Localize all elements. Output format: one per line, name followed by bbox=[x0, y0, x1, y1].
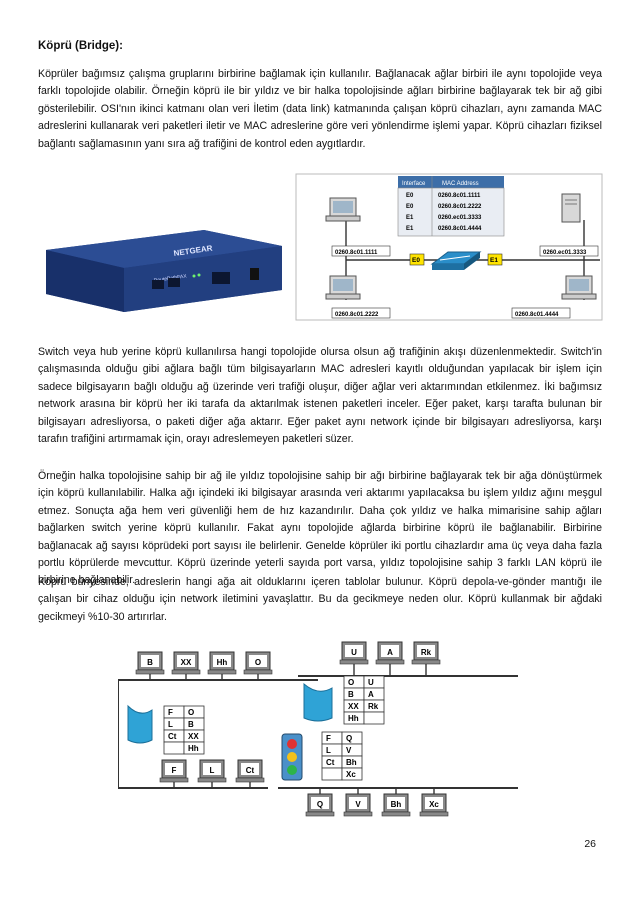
host-mac-label: 0260.ec01.3333 bbox=[543, 250, 587, 256]
host-label: L bbox=[210, 766, 215, 775]
host-label: B bbox=[147, 658, 153, 667]
bridge-icon bbox=[430, 251, 482, 270]
host-computer: Hh bbox=[207, 651, 237, 680]
address-table-cell: Hh bbox=[348, 714, 359, 723]
address-table-cell: F bbox=[168, 708, 173, 717]
paragraph-2: Switch veya hub yerine köprü kullanılırs… bbox=[38, 346, 602, 446]
host-computer: L bbox=[197, 759, 227, 788]
mac-table-interface: E0 bbox=[406, 193, 414, 199]
address-table-cell: O bbox=[348, 678, 354, 687]
address-table-cell: L bbox=[326, 746, 331, 755]
host-mac-label: 0260.8c01.4444 bbox=[515, 312, 559, 318]
address-table-cell: Ct bbox=[168, 732, 177, 741]
traffic-light-bridge-icon bbox=[281, 733, 303, 781]
address-table-cell: Q bbox=[346, 734, 352, 743]
host-computer: A bbox=[375, 641, 405, 676]
page-number: 26 bbox=[584, 838, 596, 850]
host-computer: F bbox=[159, 759, 189, 788]
bridge-icon bbox=[303, 682, 333, 722]
address-table-cell: Xc bbox=[346, 770, 356, 779]
host-computer: Ct bbox=[235, 759, 265, 788]
section-title: Köprü (Bridge): bbox=[38, 40, 123, 52]
address-table-cell: B bbox=[188, 720, 194, 729]
host-computer: V bbox=[343, 788, 373, 817]
address-table-cell: F bbox=[326, 734, 331, 743]
address-table-cell: XX bbox=[188, 732, 199, 741]
paragraph-4: Köprü bünyesinde, adreslerin hangi ağa a… bbox=[38, 576, 602, 623]
host-label: Hh bbox=[217, 658, 228, 667]
host-label: Bh bbox=[391, 800, 402, 809]
paragraph-3: Örneğin halka topolojisine sahip bir ağ … bbox=[38, 470, 602, 587]
address-table-cell: Bh bbox=[346, 758, 357, 767]
host-mac-label: 0260.8c01.1111 bbox=[335, 250, 378, 256]
address-table-cell: U bbox=[368, 678, 374, 687]
host-computer bbox=[561, 275, 597, 300]
host-label: Q bbox=[317, 800, 323, 809]
host-computer bbox=[325, 197, 361, 222]
address-table-cell: A bbox=[368, 690, 374, 699]
host-label: U bbox=[351, 648, 357, 657]
host-mac-label: 0260.8c01.2222 bbox=[335, 312, 379, 318]
table-header-mac: MAC Address bbox=[442, 181, 479, 187]
bridge-icon bbox=[127, 704, 153, 744]
host-computer: Xc bbox=[419, 788, 449, 817]
mac-table-address: 0260.ec01.3333 bbox=[438, 215, 482, 221]
host-computer: O bbox=[243, 651, 273, 680]
address-table-cell: V bbox=[346, 746, 352, 755]
address-table-cell: L bbox=[168, 720, 173, 729]
host-label: XX bbox=[181, 658, 192, 667]
netgear-device-photo: NETGEAR RoutePathFAX bbox=[46, 230, 282, 312]
mac-table-interface: E1 bbox=[406, 226, 414, 232]
host-label: F bbox=[172, 766, 177, 775]
address-table-cell: Hh bbox=[188, 744, 199, 753]
host-label: Xc bbox=[429, 800, 439, 809]
address-table-left: F O L B Ct XX Hh bbox=[163, 705, 205, 755]
host-label: A bbox=[387, 648, 393, 657]
host-computer: Q bbox=[305, 788, 335, 817]
host-server bbox=[561, 193, 581, 223]
bridge-mac-table-figure: NETGEAR RoutePathFAX Interface MAC Addre… bbox=[46, 173, 603, 321]
port-label-e1: E1 bbox=[490, 257, 498, 264]
host-computer: XX bbox=[171, 651, 201, 680]
host-computer: Rk bbox=[411, 641, 441, 676]
host-computer: U bbox=[339, 641, 369, 676]
mac-table-interface: E1 bbox=[406, 215, 414, 221]
paragraph-1: Köprüler bağımsız çalışma gruplarını bir… bbox=[38, 68, 602, 150]
host-computer: Bh bbox=[381, 788, 411, 817]
address-table-cell: XX bbox=[348, 702, 359, 711]
address-table-cell: Rk bbox=[368, 702, 379, 711]
host-label: Rk bbox=[421, 648, 432, 657]
mac-table-address: 0260.8c01.1111 bbox=[438, 193, 481, 199]
table-header-interface: Interface bbox=[402, 181, 426, 187]
host-label: O bbox=[255, 658, 261, 667]
mac-table-address: 0260.8c01.4444 bbox=[438, 226, 482, 232]
host-computer: B bbox=[135, 651, 165, 680]
mac-table-address: 0260.8c01.2222 bbox=[438, 204, 482, 210]
port-label-e0: E0 bbox=[412, 257, 420, 264]
address-table-cell: O bbox=[188, 708, 194, 717]
address-table-cell: B bbox=[348, 690, 354, 699]
host-label: V bbox=[355, 800, 361, 809]
host-label: Ct bbox=[246, 766, 255, 775]
mac-table-interface: E0 bbox=[406, 204, 414, 210]
host-computer bbox=[325, 275, 361, 300]
address-table-cell: Ct bbox=[326, 758, 335, 767]
